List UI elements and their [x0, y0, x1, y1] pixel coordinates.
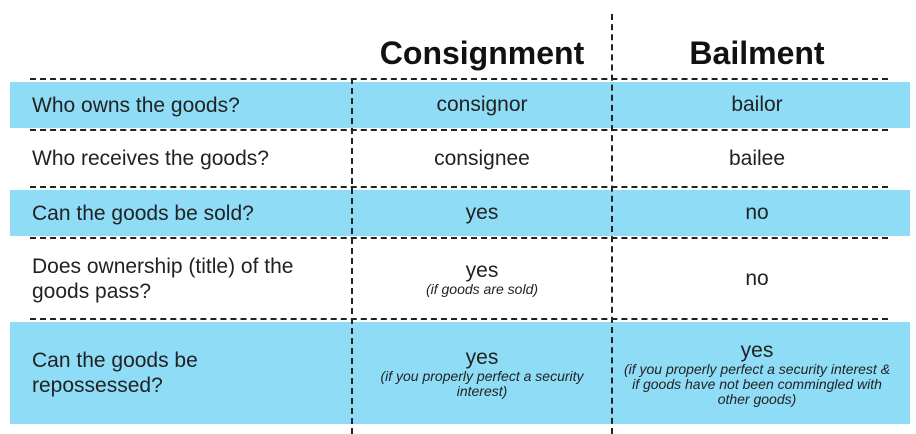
row-question: Does ownership (title) of the goods pass… [32, 254, 294, 303]
consignment-value: yes [465, 346, 499, 369]
row-divider [30, 237, 888, 239]
bailment-cell: yes (if you properly perfect a security … [612, 322, 902, 424]
row-question: Can the goods be repossessed? [32, 349, 198, 397]
table-row: Who receives the goods? consignee bailee [10, 133, 910, 184]
row-divider [30, 318, 888, 320]
bailment-cell: no [612, 241, 902, 316]
table-row: Can the goods be repossessed? yes (if yo… [10, 322, 910, 424]
bailment-note: (if you properly perfect a security inte… [623, 360, 891, 407]
row-divider [30, 78, 888, 80]
column-divider [611, 14, 613, 434]
table-row: Does ownership (title) of the goods pass… [10, 241, 910, 316]
row-divider [30, 129, 888, 131]
header-bailment: Bailment [689, 34, 825, 71]
consignment-cell: consignee [352, 133, 612, 184]
bailment-value: bailee [728, 146, 786, 170]
bailment-value: no [745, 266, 769, 290]
consignment-note: (if goods are sold) [425, 281, 539, 297]
consignment-note: (if you properly perfect a security inte… [380, 368, 584, 399]
consignment-cell: yes (if you properly perfect a security … [352, 322, 612, 424]
table-row: Who owns the goods? consignor bailor [10, 82, 910, 128]
bailment-value: bailor [731, 93, 783, 116]
consignment-value: yes [465, 201, 499, 224]
consignment-value: consignee [434, 146, 530, 170]
row-question: Who receives the goods? [32, 147, 269, 170]
row-question: Who owns the goods? [32, 93, 240, 117]
bailment-value: yes [740, 338, 774, 362]
consignment-value: consignor [436, 93, 528, 116]
consignment-cell: yes (if goods are sold) [352, 241, 612, 316]
row-question: Can the goods be sold? [32, 201, 254, 225]
consignment-cell: yes [352, 190, 612, 236]
consignment-value: yes [465, 259, 499, 282]
bailment-cell: no [612, 190, 902, 236]
bailment-cell: bailor [612, 82, 902, 128]
row-divider [30, 186, 888, 188]
column-divider [351, 78, 353, 434]
bailment-value: no [745, 201, 769, 224]
table-row: Can the goods be sold? yes no [10, 190, 910, 236]
header-consignment: Consignment [379, 34, 585, 71]
bailment-cell: bailee [612, 133, 902, 184]
consignment-cell: consignor [352, 82, 612, 128]
